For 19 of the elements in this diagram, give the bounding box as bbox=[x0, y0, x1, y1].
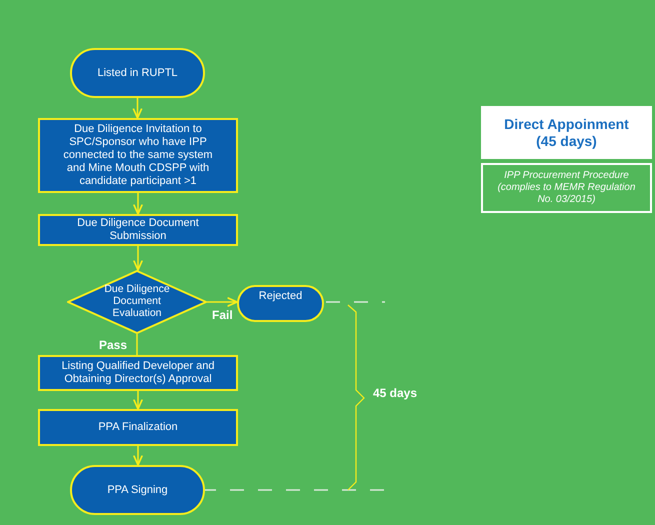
terminal-shape: Rejected bbox=[237, 285, 324, 322]
arrow bbox=[207, 296, 238, 308]
note-box: IPP Procurement Procedure (complies to MEMR Regulation No. 03/2015) bbox=[481, 163, 652, 213]
process-box: Due Diligence Invitation to SPC/Sponsor who have IPP connected to the same system and Mine Mouth CDSPP with candidate participant >1 bbox=[38, 118, 238, 193]
arrow bbox=[132, 391, 144, 410]
edge-label: Pass bbox=[99, 338, 128, 352]
arrow bbox=[132, 446, 144, 466]
process-box: PPA Finalization bbox=[38, 409, 238, 446]
arrow bbox=[132, 98, 143, 119]
duration-label: 45 days bbox=[373, 386, 418, 400]
arrow bbox=[132, 246, 144, 271]
process-box: Listing Qualified Developer and Obtaining Director(s) Approval bbox=[38, 355, 238, 391]
title-box: Direct Appoinment (45 days) bbox=[481, 106, 652, 159]
decision-diamond: Due Diligence Document Evaluation bbox=[67, 270, 207, 334]
edge-label: Fail bbox=[212, 308, 233, 322]
terminal-shape: PPA Signing bbox=[70, 465, 205, 515]
process-box: Due Diligence Document Submission bbox=[38, 214, 238, 246]
arrow bbox=[132, 193, 144, 215]
terminal-shape: Listed in RUPTL bbox=[70, 48, 205, 98]
